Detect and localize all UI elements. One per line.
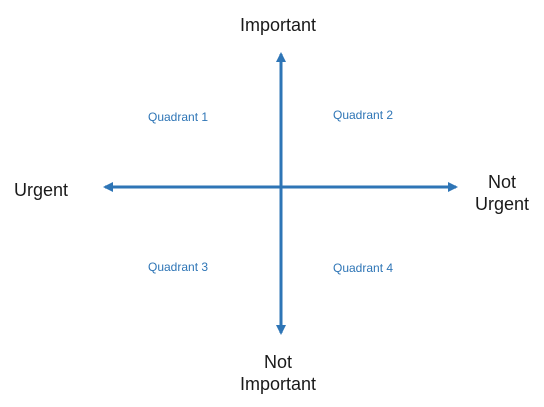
- not-important-label-line2: Important: [239, 374, 317, 394]
- quadrant-2-label: Quadrant 2: [333, 108, 394, 122]
- not-urgent-label-line1: Not: [487, 172, 516, 192]
- not-important-label-line1: Not: [263, 352, 292, 372]
- urgent-label: Urgent: [13, 180, 69, 200]
- quadrant-4-label: Quadrant 4: [333, 261, 394, 275]
- not-urgent-label: Not Urgent: [464, 171, 540, 215]
- not-important-label: Not Important: [228, 351, 328, 395]
- important-label: Important: [239, 15, 317, 35]
- quadrant-1-label: Quadrant 1: [148, 110, 209, 124]
- quadrant-3-label: Quadrant 3: [148, 260, 209, 274]
- not-urgent-label-line2: Urgent: [474, 194, 530, 214]
